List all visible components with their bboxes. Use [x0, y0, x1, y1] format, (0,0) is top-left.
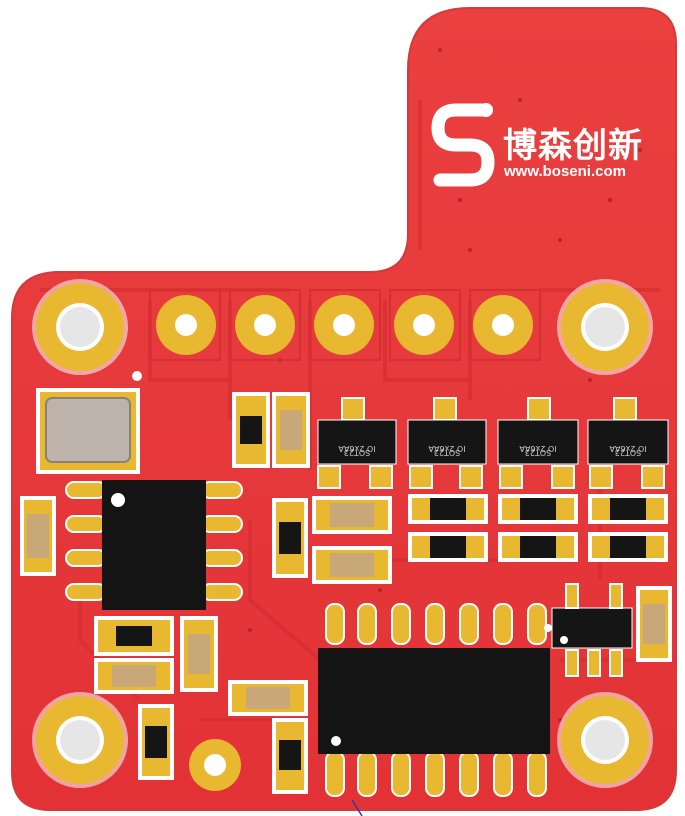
smd-resistor — [588, 494, 668, 524]
ic-package-text: SOT23 — [344, 448, 370, 457]
smd-resistor — [272, 498, 308, 578]
mounting-hole-top-right — [557, 279, 653, 375]
header-pin — [189, 739, 241, 791]
ic-marking-text: IO 2x6AA — [338, 444, 376, 453]
smd-resistor — [408, 532, 488, 562]
brand-url: www.boseni.com — [504, 163, 626, 180]
ic-package-text: SOT23 — [615, 448, 641, 457]
smd-capacitor — [20, 496, 56, 576]
mounting-hole-top-left — [32, 279, 128, 375]
brand-logo-icon — [431, 103, 495, 187]
smd-capacitor — [272, 392, 310, 468]
smd-resistor — [408, 494, 488, 524]
smd-capacitor — [180, 616, 218, 692]
smd-resistor — [498, 532, 578, 562]
passives — [20, 392, 672, 794]
smd-resistor — [232, 392, 270, 468]
ic-package-text: SOT23 — [525, 448, 551, 457]
header-pin — [469, 289, 541, 361]
smd-capacitor — [94, 658, 174, 694]
sot23-mosfet: IO 2x6AA SOT23 — [587, 397, 669, 489]
mounting-hole-bottom-right — [557, 692, 653, 788]
header-pin — [149, 289, 221, 361]
smd-resistor — [498, 494, 578, 524]
header-pin — [309, 289, 381, 361]
sot23-mosfet: IO 2x6AA SOT23 — [497, 397, 579, 489]
ic-marking-text: IO 2x6AA — [609, 444, 647, 453]
smd-resistor — [588, 532, 668, 562]
sot23-mosfets: IO 2x6AA SOT23 IO 2x6AA SOT23 IO 2x6AA S… — [317, 397, 669, 677]
sot23-mosfet: IO 2x6AA SOT23 — [407, 397, 487, 489]
smd-resistor — [272, 718, 308, 794]
pin1-marker — [544, 624, 552, 632]
header-pin — [229, 289, 301, 361]
mounting-hole-bottom-left — [32, 692, 128, 788]
soic-8-ic — [65, 480, 243, 610]
brand-name: 博森创新 — [503, 126, 643, 166]
sot23-mosfet: IO 2x6AA SOT23 — [317, 397, 397, 489]
header-pins — [149, 289, 541, 791]
edge-marker — [351, 799, 363, 816]
smd-capacitor — [636, 586, 672, 662]
ic-marking-text: IO 2x6AA — [519, 444, 557, 453]
ic-marking-text: IO 2x6AA — [428, 444, 466, 453]
smd-capacitor — [228, 680, 308, 716]
sot23-mosfet — [551, 583, 633, 677]
smd-resistor — [138, 704, 174, 780]
soic-16-ic — [318, 603, 550, 797]
ic-package-text: SOT23 — [434, 448, 460, 457]
crystal-oscillator — [36, 371, 142, 474]
smd-resistor — [94, 616, 174, 656]
header-pin — [389, 289, 461, 361]
mounting-holes — [32, 279, 653, 788]
smd-capacitor — [312, 546, 392, 584]
smd-capacitor — [312, 496, 392, 534]
